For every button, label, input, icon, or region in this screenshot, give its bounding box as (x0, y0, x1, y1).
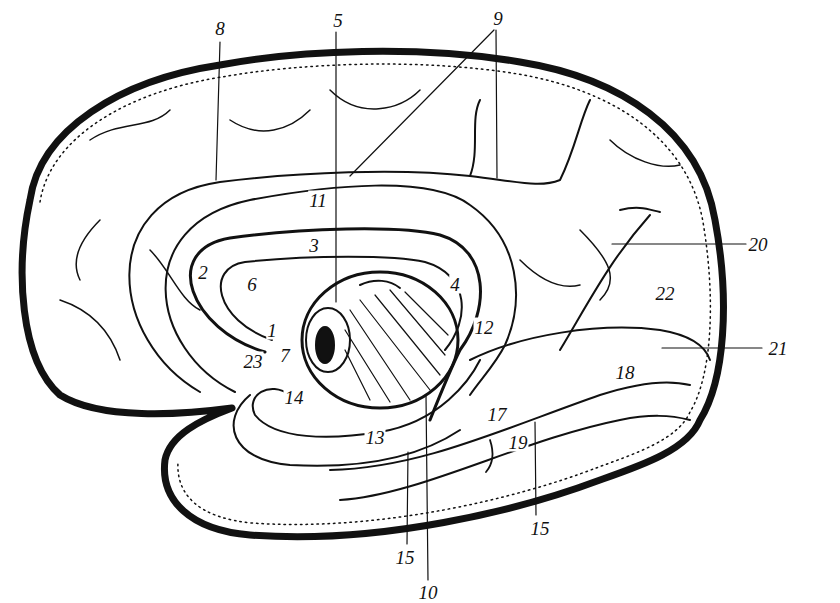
callout-number: 13 (365, 428, 386, 447)
callout-number: 10 (418, 583, 439, 602)
callout-number: 22 (655, 284, 676, 303)
callout-number: 6 (246, 275, 258, 294)
callout-number: 11 (308, 191, 328, 210)
callout-number: 7 (279, 346, 291, 365)
callout-number: 1 (266, 321, 278, 340)
callout-number: 3 (308, 236, 320, 255)
callout-number: 8 (214, 19, 226, 38)
callout-number: 19 (508, 433, 529, 452)
callout-number: 21 (768, 339, 789, 358)
callout-number: 15 (530, 519, 551, 538)
callout-number: 17 (487, 405, 508, 424)
callout-number: 14 (284, 388, 305, 407)
callout-number: 18 (615, 363, 636, 382)
callout-number: 4 (449, 275, 461, 294)
callout-number: 23 (243, 352, 264, 371)
callout-number: 15 (395, 548, 416, 567)
callout-number: 5 (332, 11, 344, 30)
callout-number: 2 (197, 263, 209, 282)
callout-number: 9 (492, 9, 504, 28)
callout-number: 12 (474, 318, 495, 337)
callout-number: 20 (748, 235, 769, 254)
